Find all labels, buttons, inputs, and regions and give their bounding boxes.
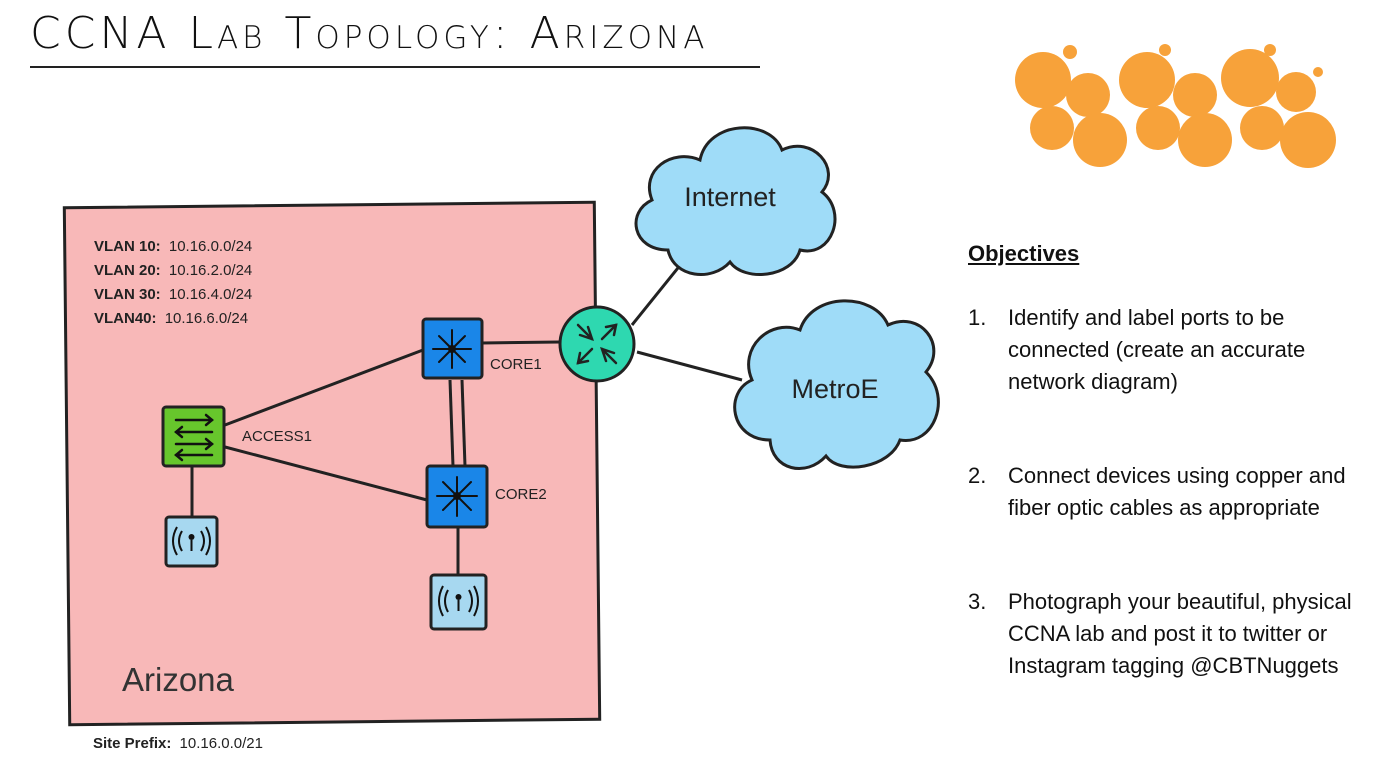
internet-label: Internet	[684, 182, 776, 212]
site-prefix-value: 10.16.0.0/21	[180, 735, 263, 752]
link-access1-core2	[224, 445, 428, 502]
vlan-entry: VLAN 30: 10.16.4.0/24	[94, 286, 252, 303]
link-core1-core2-a	[448, 379, 455, 467]
objectives-heading: Objectives	[968, 241, 1080, 266]
vlan-label: VLAN 30:	[94, 286, 161, 303]
vlan-list: VLAN 10: 10.16.0.0/24 VLAN 20: 10.16.2.0…	[94, 238, 252, 327]
link-core1-core2-b	[460, 379, 467, 467]
objective-item: 2. Connect devices using copper and fibe…	[968, 460, 1368, 524]
internet-cloud	[634, 126, 837, 276]
arizona-site-box	[62, 200, 602, 727]
title-underline	[30, 66, 760, 68]
vlan-subnet: 10.16.0.0/24	[169, 238, 252, 255]
site-prefix-label: Site Prefix:	[93, 735, 171, 752]
vlan-entry: VLAN40: 10.16.6.0/24	[94, 310, 248, 327]
objective-item: 3. Photograph your beautiful, physical C…	[968, 586, 1368, 682]
vlan-label: VLAN40:	[94, 310, 157, 327]
access1-label: ACCESS1	[242, 428, 312, 445]
objective-number: 3.	[968, 589, 987, 614]
vlan-label: VLAN 20:	[94, 262, 161, 279]
router-icon	[558, 305, 636, 383]
vlan-subnet: 10.16.2.0/24	[169, 262, 252, 279]
core1-switch-icon	[421, 317, 484, 380]
link-core1-router	[481, 340, 561, 345]
objective-number: 2.	[968, 463, 987, 488]
access1-switch-icon	[161, 405, 226, 468]
link-access1-core1	[224, 348, 424, 427]
link-router-metroe	[636, 350, 743, 382]
core2-switch-icon	[425, 464, 489, 529]
objective-text: Connect devices using copper and fiber o…	[1008, 463, 1346, 520]
site-name: Arizona	[122, 661, 235, 698]
objective-number: 1.	[968, 305, 987, 330]
site-prefix: Site Prefix: 10.16.0.0/21	[93, 735, 263, 752]
core1-label: CORE1	[490, 356, 542, 373]
access-point-2-icon	[429, 573, 488, 631]
core2-label: CORE2	[495, 486, 547, 503]
objective-text: Identify and label ports to be connected…	[1008, 305, 1306, 394]
vlan-subnet: 10.16.4.0/24	[169, 286, 252, 303]
objective-text: Photograph your beautiful, physical CCNA…	[1008, 589, 1352, 678]
cbt-logo	[1015, 44, 1336, 168]
vlan-label: VLAN 10:	[94, 238, 161, 255]
vlan-entry: VLAN 10: 10.16.0.0/24	[94, 238, 252, 255]
page-title: CCNA Lab Topology: Arizona	[30, 8, 709, 59]
metroe-label: MetroE	[791, 374, 878, 404]
vlan-entry: VLAN 20: 10.16.2.0/24	[94, 262, 252, 279]
access-point-1-icon	[164, 515, 219, 568]
objectives-panel: Objectives 1. Identify and label ports t…	[968, 238, 1368, 682]
metroe-cloud	[733, 299, 940, 471]
vlan-subnet: 10.16.6.0/24	[165, 310, 248, 327]
objective-item: 1. Identify and label ports to be connec…	[968, 302, 1368, 398]
